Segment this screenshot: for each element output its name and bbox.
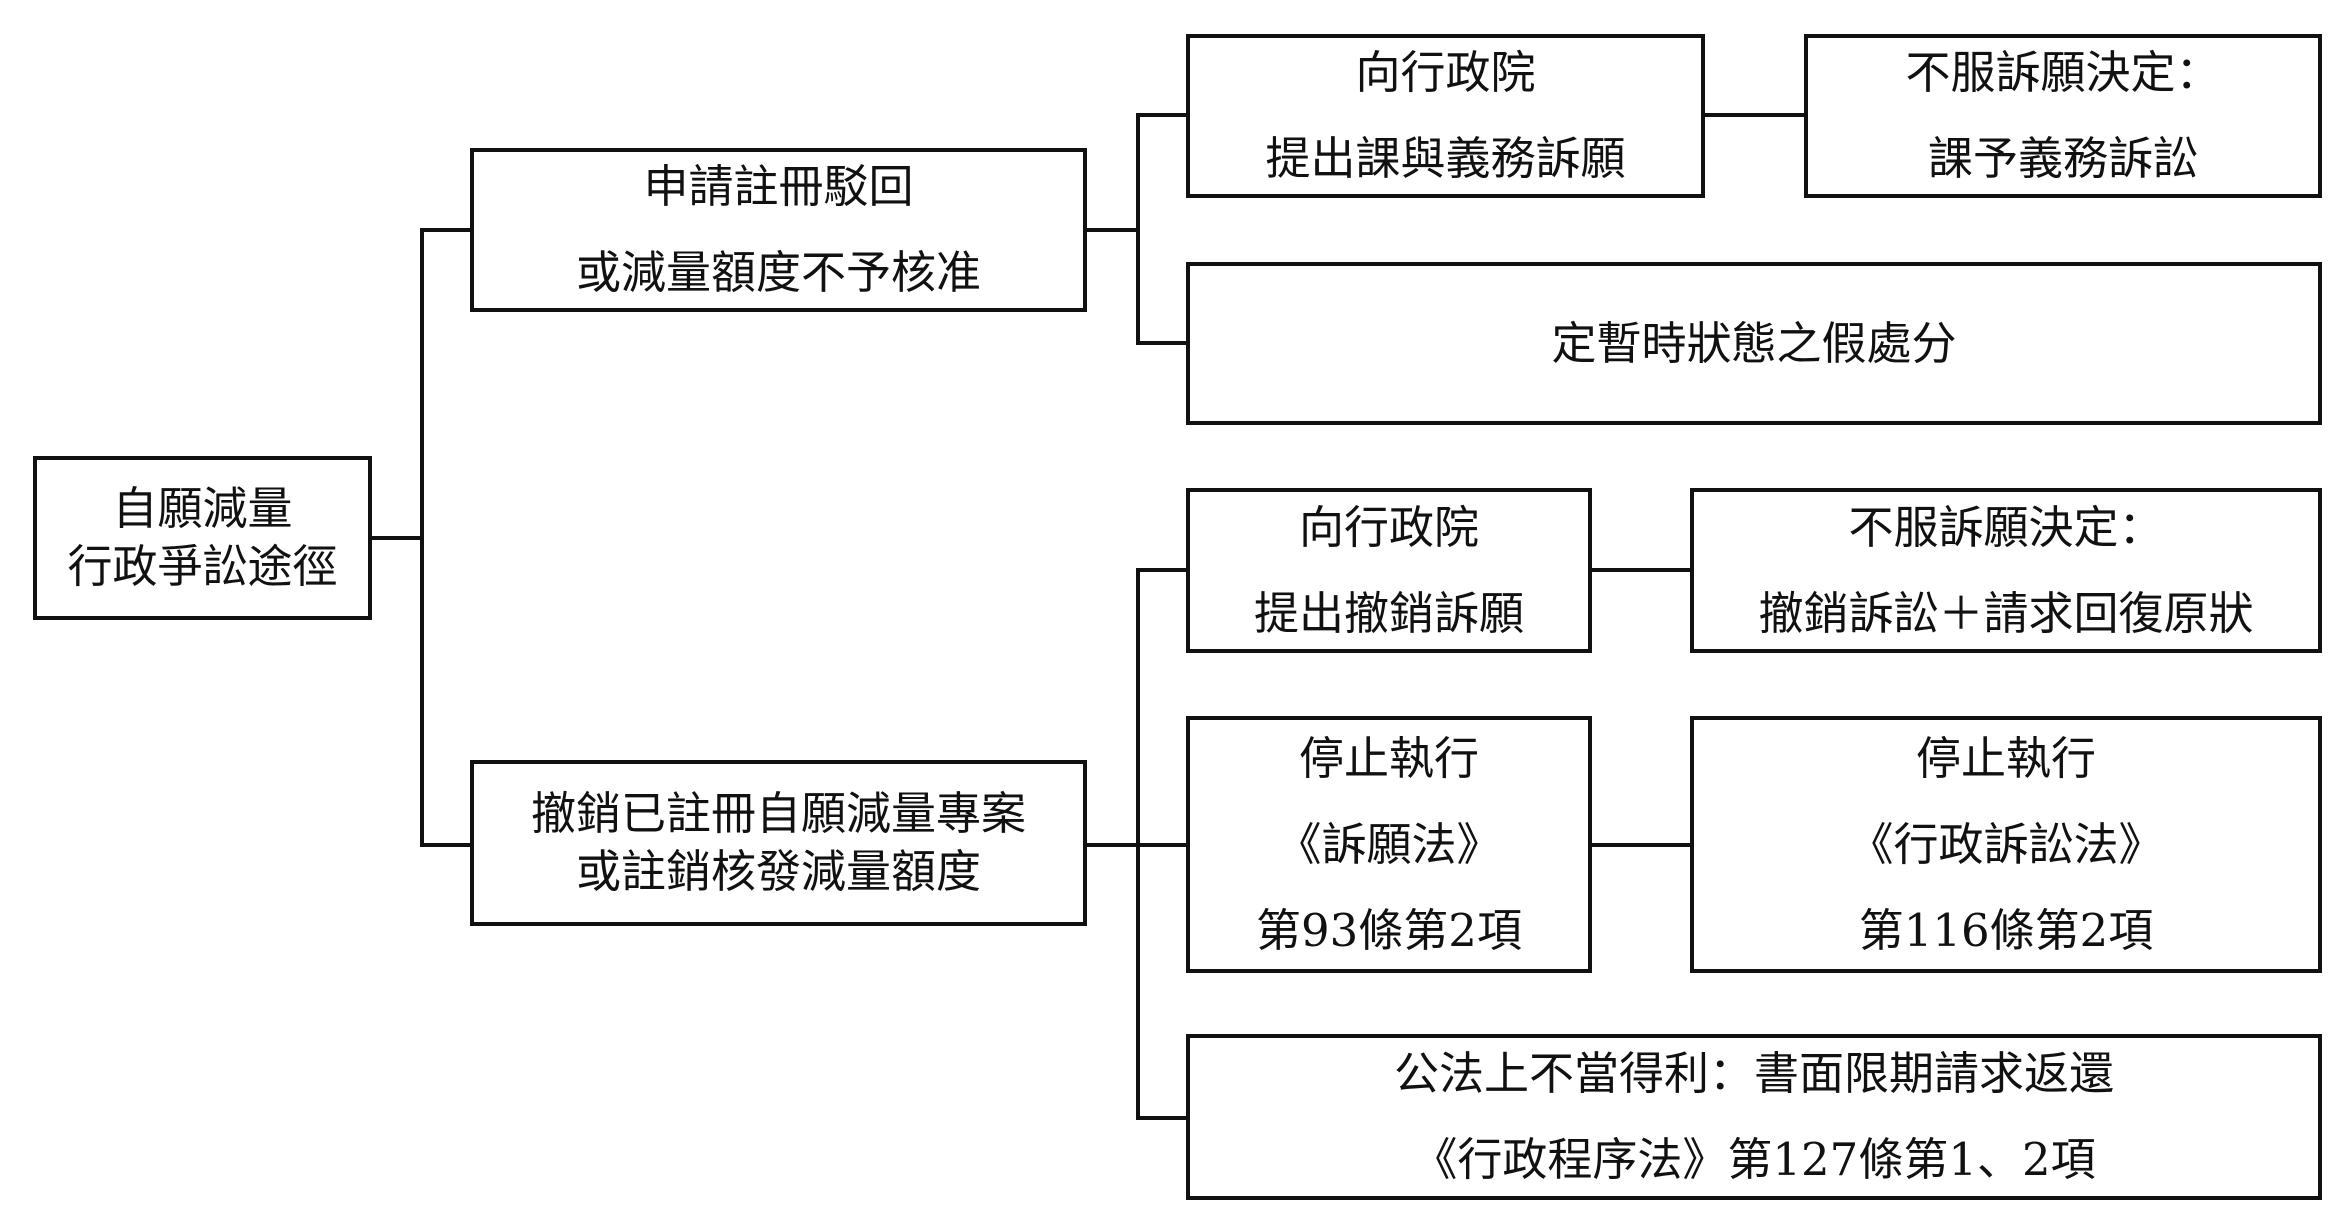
- provisional-disposition-text: 定暫時狀態之假處分: [1551, 316, 1957, 370]
- branch-b-line-1: 撤銷已註冊自願減量專案: [530, 787, 1026, 840]
- branch-a-box: 申請註冊駁回 或減量額度不予核准: [470, 148, 1087, 312]
- branch-b-appeal-result-box: 不服訴願決定： 撤銷訴訟＋請求回復原狀: [1690, 488, 2322, 653]
- branch-b-appeal-box: 向行政院 提出撤銷訴願: [1186, 488, 1592, 653]
- suspension-appeal-line-2: 《訴願法》: [1276, 817, 1502, 871]
- branch-b-line-2: 或註銷核發減量額度: [575, 845, 981, 898]
- unjust-enrichment-box: 公法上不當得利：書面限期請求返還 《行政程序法》第127條第1、2項: [1186, 1034, 2322, 1200]
- connector-branch-b-children: [1083, 568, 1190, 1120]
- suspension-appeal-box: 停止執行 《訴願法》 第93條第2項: [1186, 716, 1592, 973]
- branch-a-line-1: 申請註冊駁回: [643, 160, 914, 213]
- unjust-enrichment-line-2: 《行政程序法》第127條第1、2項: [1412, 1133, 2096, 1186]
- branch-b-appeal-line-1: 向行政院: [1298, 500, 1479, 554]
- suspension-court-line-1: 停止執行: [1915, 731, 2096, 785]
- suspension-appeal-line-1: 停止執行: [1298, 731, 1479, 785]
- branch-a-appeal-box: 向行政院 提出課與義務訴願: [1186, 34, 1705, 198]
- root-line-1: 自願減量: [112, 482, 293, 535]
- branch-a-line-2: 或減量額度不予核准: [575, 246, 981, 299]
- suspension-court-box: 停止執行 《行政訴訟法》 第116條第2項: [1690, 716, 2322, 973]
- branch-a-appeal-result-line-2: 課予義務訴訟: [1927, 132, 2198, 185]
- root-line-2: 行政爭訟途徑: [67, 540, 338, 593]
- suspension-court-line-3: 第116條第2項: [1858, 903, 2154, 957]
- branch-b-appeal-result-line-2: 撤銷訴訟＋請求回復原狀: [1758, 586, 2254, 640]
- branch-a-appeal-line-1: 向行政院: [1355, 46, 1536, 99]
- root-box: 自願減量 行政爭訟途徑: [33, 456, 372, 620]
- branch-a-appeal-result-line-1: 不服訴願決定：: [1905, 46, 2221, 99]
- suspension-appeal-line-3: 第93條第2項: [1256, 903, 1522, 957]
- branch-b-appeal-line-2: 提出撤銷訴願: [1253, 586, 1524, 640]
- branch-a-appeal-line-2: 提出課與義務訴願: [1265, 132, 1626, 185]
- branch-b-appeal-result-line-1: 不服訴願決定：: [1848, 500, 2164, 554]
- provisional-disposition-box: 定暫時狀態之假處分: [1186, 262, 2322, 425]
- suspension-court-line-2: 《行政訴訟法》: [1848, 817, 2164, 871]
- branch-b-box: 撤銷已註冊自願減量專案 或註銷核發減量額度: [470, 760, 1087, 926]
- connector-branch-a-children: [1083, 113, 1190, 345]
- branch-a-appeal-result-box: 不服訴願決定： 課予義務訴訟: [1804, 34, 2322, 198]
- unjust-enrichment-line-1: 公法上不當得利：書面限期請求返還: [1393, 1047, 2114, 1100]
- connector-root-to-branches: [368, 228, 474, 847]
